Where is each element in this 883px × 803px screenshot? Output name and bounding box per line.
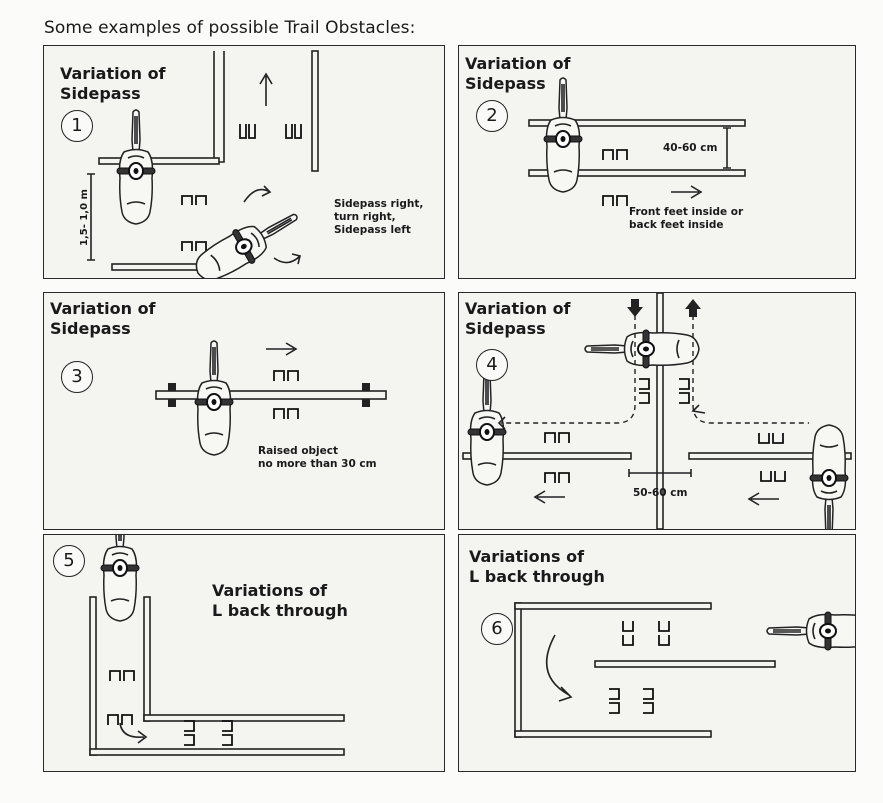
hoof-prints-bottom xyxy=(609,688,654,714)
arrow-left-bottom xyxy=(533,490,565,504)
hoof-prints xyxy=(273,370,299,419)
horse-backing-5 xyxy=(100,535,140,622)
arrow-up-marker xyxy=(685,299,701,317)
obstacle-diagram-1 xyxy=(87,50,319,278)
hoof-prints-center xyxy=(639,378,690,404)
dimension-label: 40-60 cm xyxy=(663,142,718,154)
arrow-right xyxy=(671,185,703,199)
turn-arrow xyxy=(545,634,573,702)
hoof-prints-top xyxy=(239,124,302,139)
arrow-right xyxy=(266,342,298,356)
pole-left xyxy=(514,602,522,738)
pole-top xyxy=(528,119,746,127)
pole-bottom xyxy=(528,169,746,177)
pole-right xyxy=(688,452,852,460)
arrow-down-marker xyxy=(627,299,643,317)
obstacle-diagram-2 xyxy=(528,77,746,206)
horse-backing-6 xyxy=(766,611,855,651)
pole-support xyxy=(168,383,176,391)
path-left xyxy=(501,315,636,424)
hoof-prints-vertical xyxy=(107,670,135,725)
page-title: Some examples of possible Trail Obstacle… xyxy=(44,18,416,38)
obstacle-diagram-3 xyxy=(155,340,387,456)
horse-sidepass-2 xyxy=(543,77,583,193)
pole-l-vertical xyxy=(213,51,225,163)
pole-top xyxy=(514,602,712,610)
hoof-prints-right xyxy=(758,433,786,482)
hoof-prints-left xyxy=(544,432,570,483)
dimension-line-4 xyxy=(628,469,692,477)
hoof-prints-top xyxy=(622,621,670,646)
pole-support xyxy=(168,399,176,407)
obstacle-diagram-6 xyxy=(514,602,855,738)
panel-number: 1 xyxy=(61,110,93,142)
dimension-line-2 xyxy=(723,127,731,169)
arrow-left-right xyxy=(747,492,779,506)
path-right xyxy=(692,315,809,424)
hoof-prints-horizontal xyxy=(184,720,233,746)
obstacle-diagram-5 xyxy=(89,535,345,756)
panel-number: 5 xyxy=(53,545,85,577)
horse-right xyxy=(809,424,849,529)
pole-inner-horizontal xyxy=(143,714,345,722)
dimension-line-1 xyxy=(87,173,95,261)
obstacle-diagram-4 xyxy=(462,293,852,529)
horse-turning-1 xyxy=(187,198,308,278)
panel-number: 4 xyxy=(476,349,508,381)
horse-sidepass-3 xyxy=(194,340,234,456)
pole-right xyxy=(311,50,319,172)
pole-l-horizontal xyxy=(98,157,220,165)
panel-number: 3 xyxy=(61,361,93,393)
horse-sidepass-1 xyxy=(116,109,156,225)
pole-inner xyxy=(594,660,776,668)
pole-support xyxy=(362,383,370,391)
raised-pole xyxy=(155,390,387,400)
turn-arrow-top xyxy=(243,185,272,203)
turn-arrow xyxy=(119,722,148,744)
arrow-up xyxy=(259,72,273,106)
pole-left xyxy=(462,452,632,460)
path-right-arrow xyxy=(691,404,706,414)
hoof-prints-middle xyxy=(181,195,207,251)
pole-support xyxy=(362,399,370,407)
panel-note: Sidepass right,turn right,Sidepass left xyxy=(334,198,424,236)
horse-top xyxy=(584,329,700,369)
pole-bottom xyxy=(514,730,712,738)
pole-left xyxy=(89,596,97,756)
horse-left xyxy=(467,370,507,486)
dimension-label: 50-60 cm xyxy=(633,487,688,499)
panel-number: 2 xyxy=(476,100,508,132)
pole-inner-vertical xyxy=(143,596,151,722)
dimension-label: 1,5- 1,0 m xyxy=(79,189,90,246)
panel-number: 6 xyxy=(481,613,513,645)
turn-arrow-bottom xyxy=(273,253,301,265)
path-left-arrow xyxy=(497,416,506,430)
pole-bottom xyxy=(89,748,345,756)
hoof-prints xyxy=(602,149,628,206)
pole-vertical xyxy=(656,293,664,529)
